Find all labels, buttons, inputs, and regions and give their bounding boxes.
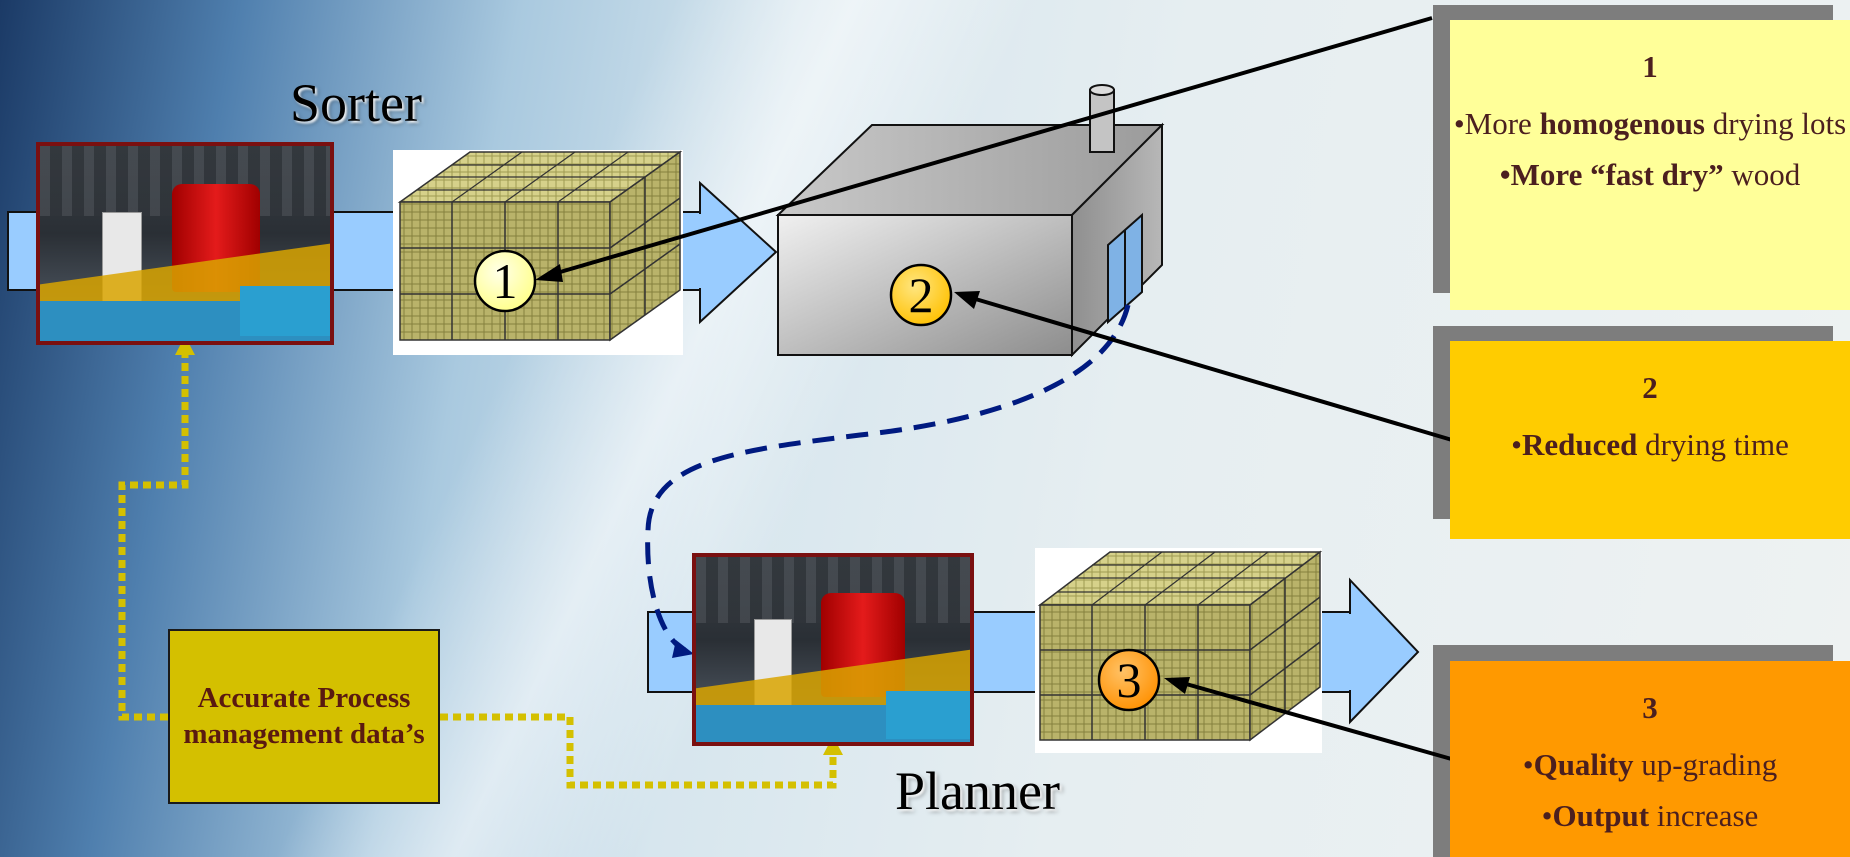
callout-3-point-1: •Quality up-grading <box>1522 746 1778 782</box>
leader-1-arrowhead <box>535 264 563 282</box>
data-feedback-dotted-lines <box>118 352 837 789</box>
lumber-stack-image-1 <box>393 150 683 355</box>
callout-1: 1 •More homogenous drying lots •More “fa… <box>1450 20 1850 310</box>
callout-2-point-1: •Reduced drying time <box>1511 426 1789 462</box>
planner-machine-photo <box>692 553 974 746</box>
callout-1-point-1: •More homogenous drying lots <box>1453 105 1847 141</box>
kiln-box <box>775 84 1165 358</box>
kiln-to-planner-dashed-path <box>645 304 1131 653</box>
leader-3-arrowhead <box>1164 677 1190 694</box>
sorter-title: Sorter <box>290 73 422 133</box>
process-data-box: Accurate Process management data’s <box>168 629 440 804</box>
marker-2-label: 2 <box>909 267 934 323</box>
callout-3: 3 •Quality up-grading •Output increase <box>1450 661 1850 857</box>
callout-3-number: 3 <box>1642 690 1658 725</box>
marker-3: 3 <box>1097 648 1161 712</box>
leader-2-arrowhead <box>954 291 980 309</box>
planner-title: Planner <box>895 761 1060 821</box>
marker-1: 1 <box>473 249 537 313</box>
callout-3-point-2: •Output increase <box>1541 797 1759 833</box>
marker-1-label: 1 <box>493 253 518 309</box>
sorter-machine-photo <box>36 142 334 345</box>
callout-1-number: 1 <box>1642 49 1658 84</box>
marker-3-label: 3 <box>1117 652 1142 708</box>
sorter-feedback-arrowhead <box>175 336 195 355</box>
callout-2-number: 2 <box>1642 370 1658 405</box>
lumber-stack-image-2 <box>1035 548 1323 753</box>
dashed-path-arrowhead <box>672 640 694 658</box>
marker-2: 2 <box>889 263 953 327</box>
callout-1-point-2: •More “fast dry” wood <box>1499 156 1801 192</box>
callout-2: 2 •Reduced drying time <box>1450 341 1850 539</box>
leader-lines <box>542 16 1456 762</box>
